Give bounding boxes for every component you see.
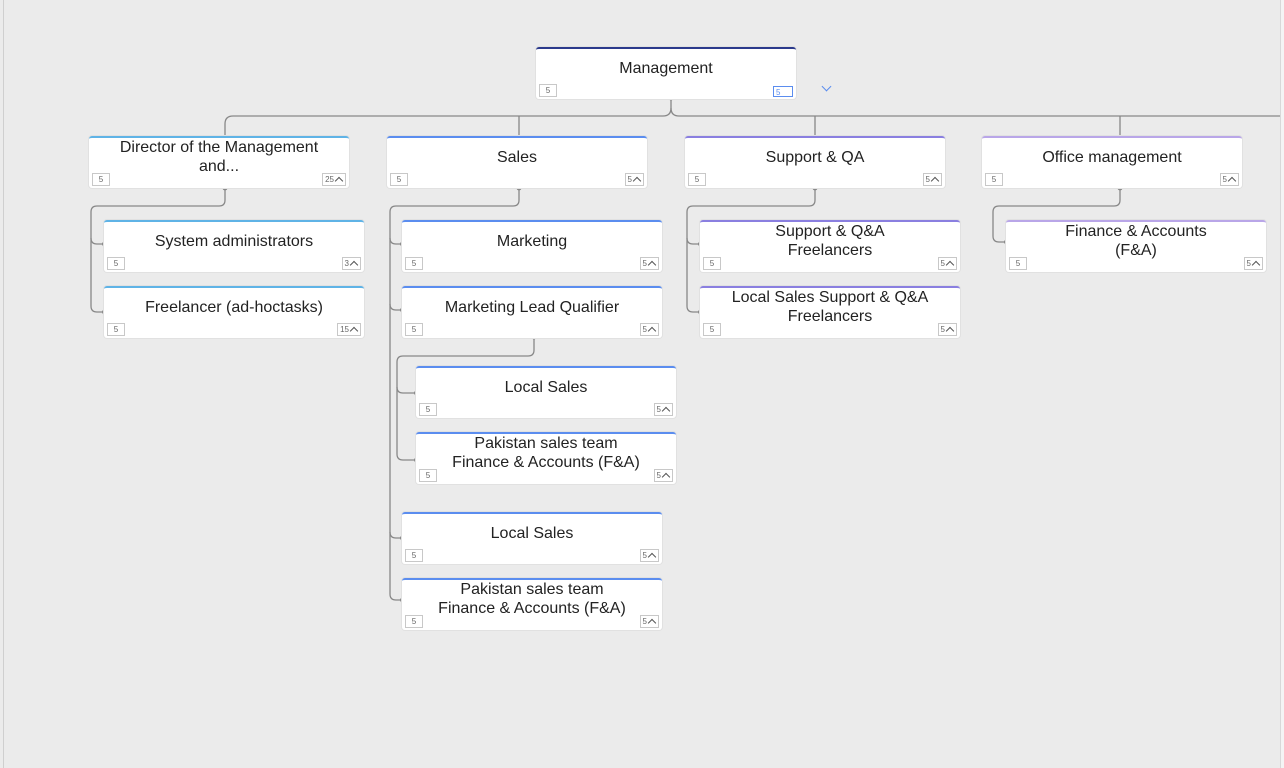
node-title: Marketing bbox=[496, 232, 568, 250]
node-title: Local Sales bbox=[504, 378, 588, 396]
count-value: 25 bbox=[325, 175, 334, 184]
count-badge: 5 bbox=[419, 403, 437, 416]
node-freelancer[interactable]: Freelancer (ad-hoctasks) 5 15 bbox=[104, 286, 364, 338]
expand-toggle[interactable]: 5 bbox=[639, 615, 659, 628]
chevron-up-icon bbox=[647, 326, 657, 336]
chevron-up-icon bbox=[647, 260, 657, 270]
count-badge: 5 bbox=[703, 257, 721, 270]
expand-toggle[interactable]: 5 bbox=[639, 257, 659, 270]
node-title: Director of the Management and... bbox=[119, 139, 319, 175]
node-title: System administrators bbox=[154, 232, 314, 250]
count-badge: 5 bbox=[985, 173, 1003, 186]
count-badge: 5 bbox=[539, 84, 557, 97]
node-local-sales-nested[interactable]: Local Sales 5 5 bbox=[416, 366, 676, 418]
count-value: 5 bbox=[642, 617, 647, 626]
count-value: 15 bbox=[340, 325, 349, 334]
left-border bbox=[3, 0, 4, 768]
count-value: 5 bbox=[1222, 175, 1227, 184]
node-local-sales[interactable]: Local Sales 5 5 bbox=[402, 512, 662, 564]
expand-toggle[interactable]: 5 bbox=[1219, 173, 1239, 186]
chevron-up-icon bbox=[945, 260, 955, 270]
node-local-sales-support-freelancers[interactable]: Local Sales Support & Q&A Freelancers 5 … bbox=[700, 286, 960, 338]
chevron-up-icon bbox=[930, 176, 940, 186]
count-badge: 5 bbox=[405, 549, 423, 562]
count-value: 5 bbox=[656, 405, 661, 414]
count-value: 3 bbox=[344, 259, 349, 268]
chevron-up-icon bbox=[349, 260, 359, 270]
expand-toggle[interactable]: 5 bbox=[639, 323, 659, 336]
count-value: 5 bbox=[925, 175, 930, 184]
node-title: Marketing Lead Qualifier bbox=[444, 298, 620, 316]
chevron-up-icon bbox=[661, 406, 671, 416]
expand-toggle[interactable]: 15 bbox=[337, 323, 361, 336]
expand-toggle[interactable]: 5 bbox=[937, 257, 957, 270]
chevron-up-icon bbox=[1251, 260, 1261, 270]
count-badge: 5 bbox=[703, 323, 721, 336]
chevron-up-icon bbox=[349, 326, 359, 336]
right-scrollbar[interactable] bbox=[1280, 0, 1284, 768]
node-title: Finance & Accounts (F&A) bbox=[1065, 223, 1207, 259]
node-management[interactable]: Management 5 5 bbox=[536, 47, 796, 99]
chevron-up-icon bbox=[945, 326, 955, 336]
node-title: Pakistan sales team Finance & Accounts (… bbox=[438, 581, 626, 617]
count-badge: 5 bbox=[405, 323, 423, 336]
count-value: 5 bbox=[656, 471, 661, 480]
node-pakistan-sales-nested[interactable]: Pakistan sales team Finance & Accounts (… bbox=[416, 432, 676, 484]
count-value: 5 bbox=[1246, 259, 1251, 268]
node-title: Pakistan sales team Finance & Accounts (… bbox=[452, 435, 640, 471]
count-badge: 5 bbox=[107, 323, 125, 336]
count-badge: 5 bbox=[107, 257, 125, 270]
node-title: Freelancer (ad-hoctasks) bbox=[145, 298, 323, 316]
chevron-up-icon bbox=[632, 176, 642, 186]
node-title: Local Sales Support & Q&A Freelancers bbox=[731, 289, 929, 325]
count-value: 5 bbox=[642, 325, 647, 334]
node-finance-accounts[interactable]: Finance & Accounts (F&A) 5 5 bbox=[1006, 220, 1266, 272]
count-badge: 5 bbox=[92, 173, 110, 186]
node-marketing[interactable]: Marketing 5 5 bbox=[402, 220, 662, 272]
count-badge-selected[interactable]: 5 bbox=[773, 86, 793, 97]
count-value: 5 bbox=[642, 551, 647, 560]
expand-toggle[interactable]: 5 bbox=[639, 549, 659, 562]
node-title: Support & Q&A Freelancers bbox=[775, 223, 885, 259]
node-title: Office management bbox=[1042, 148, 1182, 166]
expand-toggle[interactable]: 5 bbox=[937, 323, 957, 336]
count-value: 5 bbox=[642, 259, 647, 268]
count-value: 5 bbox=[940, 325, 945, 334]
node-title: Support & QA bbox=[765, 148, 865, 166]
count-badge: 5 bbox=[405, 615, 423, 628]
expand-toggle[interactable]: 5 bbox=[653, 403, 673, 416]
node-director[interactable]: Director of the Management and... 5 25 bbox=[89, 136, 349, 188]
chevron-up-icon bbox=[1227, 176, 1237, 186]
node-office-management[interactable]: Office management 5 5 bbox=[982, 136, 1242, 188]
expand-toggle[interactable]: 3 bbox=[341, 257, 361, 270]
count-badge: 5 bbox=[688, 173, 706, 186]
count-badge: 5 bbox=[419, 469, 437, 482]
expand-toggle[interactable]: 5 bbox=[1243, 257, 1263, 270]
expand-toggle[interactable]: 5 bbox=[624, 173, 644, 186]
node-system-administrators[interactable]: System administrators 5 3 bbox=[104, 220, 364, 272]
node-sales[interactable]: Sales 5 5 bbox=[387, 136, 647, 188]
node-support-qa[interactable]: Support & QA 5 5 bbox=[685, 136, 945, 188]
count-value: 5 bbox=[627, 175, 632, 184]
node-title: Sales bbox=[496, 148, 538, 166]
expand-toggle[interactable]: 5 bbox=[653, 469, 673, 482]
chevron-up-icon bbox=[334, 176, 344, 186]
chevron-up-icon bbox=[661, 472, 671, 482]
count-value: 5 bbox=[940, 259, 945, 268]
node-pakistan-sales[interactable]: Pakistan sales team Finance & Accounts (… bbox=[402, 578, 662, 630]
node-support-qa-freelancers[interactable]: Support & Q&A Freelancers 5 5 bbox=[700, 220, 960, 272]
count-badge: 5 bbox=[1009, 257, 1027, 270]
expand-toggle[interactable]: 5 bbox=[922, 173, 942, 186]
count-badge: 5 bbox=[390, 173, 408, 186]
expand-toggle[interactable]: 25 bbox=[322, 173, 346, 186]
node-marketing-lead-qualifier[interactable]: Marketing Lead Qualifier 5 5 bbox=[402, 286, 662, 338]
count-badge: 5 bbox=[405, 257, 423, 270]
node-title: Local Sales bbox=[490, 524, 574, 542]
node-title: Management bbox=[619, 59, 713, 77]
chevron-up-icon bbox=[647, 552, 657, 562]
chevron-up-icon bbox=[647, 618, 657, 628]
